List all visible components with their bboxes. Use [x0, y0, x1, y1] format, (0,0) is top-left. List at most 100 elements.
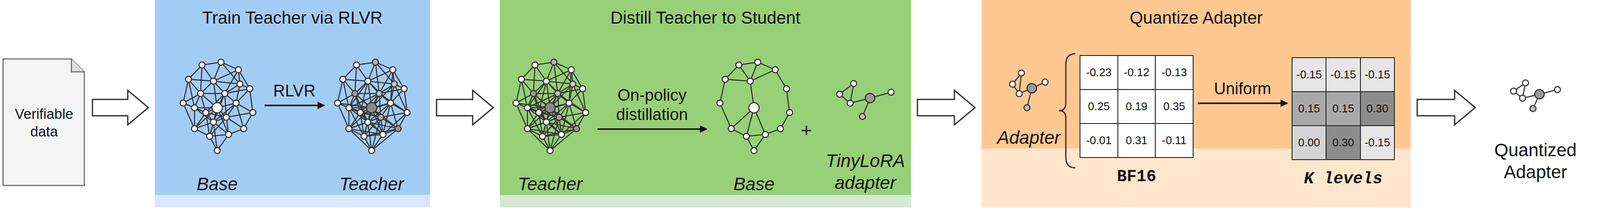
graph-vertex	[377, 114, 384, 121]
graph-vertex	[404, 109, 411, 116]
graph-vertex	[395, 125, 402, 132]
edge-label: Uniform	[1213, 79, 1271, 99]
matrix-cell: -0.12	[1117, 55, 1156, 90]
graph-vertex	[351, 90, 358, 97]
graph-edge	[533, 64, 536, 94]
graph-vertex	[203, 109, 210, 116]
document-fold	[71, 58, 85, 72]
matrix-caption: BF16	[1116, 167, 1157, 186]
graph-vertex	[543, 119, 550, 126]
adapter-graph-illustration	[830, 75, 900, 125]
network-node: Base	[174, 55, 261, 195]
graph-vertex	[1529, 105, 1536, 112]
document-outline	[3, 58, 85, 186]
neural-network-illustration	[710, 55, 797, 161]
adapter-graph-illustration	[1005, 64, 1053, 117]
graph-vertex	[364, 78, 371, 85]
document-icon	[2, 58, 87, 188]
stage-panel: Adapter-0.23-0.12-0.130.250.190.35-0.010…	[981, 0, 1411, 208]
network-node: Teacher	[507, 55, 594, 195]
graph-vertex	[235, 66, 242, 73]
graph-edge	[200, 92, 225, 95]
graph-vertex	[387, 99, 394, 106]
graph-edge	[557, 69, 572, 94]
weight-matrix: -0.15-0.15-0.150.150.150.300.000.30-0.15…	[1291, 57, 1395, 197]
graph-vertex	[573, 125, 580, 132]
matrix-cell: 0.30	[1360, 91, 1395, 126]
block-arrow	[92, 90, 149, 125]
graph-vertex	[1027, 83, 1037, 93]
graph-vertex	[582, 109, 589, 116]
graph-edge	[367, 81, 395, 85]
panel-header: Quantize Adapter	[981, 0, 1411, 36]
graph-vertex	[524, 104, 531, 111]
graph-edge	[720, 79, 726, 103]
matrix-cell: 0.31	[1117, 123, 1156, 158]
matrix-cell: 0.19	[1117, 89, 1156, 124]
graph-vertex	[345, 125, 352, 132]
graph-vertex	[750, 147, 757, 154]
graph-vertex	[518, 76, 525, 83]
graph-vertex	[569, 80, 576, 87]
matrix-cell: 0.00	[1292, 125, 1327, 160]
graph-edge	[371, 128, 399, 151]
graph-vertex	[191, 125, 198, 132]
matrix-cell: -0.13	[1155, 55, 1194, 90]
graph-vertex	[246, 85, 253, 92]
graph-edge	[786, 88, 790, 113]
graph-edge	[516, 79, 522, 103]
graph-vertex	[566, 99, 573, 106]
weight-matrix: -0.23-0.12-0.130.250.190.35-0.010.31-0.1…	[1079, 55, 1194, 197]
graph-edge	[550, 128, 577, 151]
graph-vertex	[772, 66, 779, 73]
flow-arrow	[264, 104, 325, 107]
graph-edge	[521, 79, 528, 108]
graph-vertex	[1009, 81, 1016, 88]
graph-vertex	[568, 66, 575, 73]
graph-vertex	[783, 85, 790, 92]
matrix-cell: -0.01	[1080, 123, 1118, 158]
graph-vertex	[850, 80, 857, 87]
matrix-cell: 0.35	[1155, 89, 1194, 124]
graph-vertex	[1522, 80, 1529, 87]
graph-edge	[342, 79, 349, 108]
graph-edge	[379, 69, 394, 94]
graph-vertex	[1534, 89, 1545, 99]
graph-vertex	[888, 89, 895, 96]
graph-vertex	[535, 109, 542, 116]
graph-vertex	[223, 114, 230, 121]
graph-vertex	[339, 76, 346, 83]
graph-edge	[213, 122, 218, 151]
node-caption: Base	[710, 173, 797, 195]
node-caption: Teacher	[507, 173, 594, 195]
network-node: Base	[710, 55, 797, 195]
graph-vertex	[716, 99, 724, 106]
graph-vertex	[777, 125, 784, 132]
graph-vertex	[754, 58, 761, 65]
edge-label: RLVR	[273, 81, 316, 102]
matrix-cell: 0.30	[1326, 125, 1360, 160]
graph-edge	[527, 107, 547, 123]
graph-vertex	[210, 78, 217, 85]
graph-vertex	[206, 133, 213, 140]
graph-vertex	[221, 90, 228, 97]
matrix-caption: K levels	[1304, 169, 1383, 188]
graph-vertex	[366, 102, 377, 114]
graph-vertex	[391, 80, 398, 87]
graph-vertex	[554, 90, 561, 97]
graph-edge	[188, 79, 195, 108]
matrix-grid: -0.23-0.12-0.130.250.190.35-0.010.31-0.1…	[1079, 55, 1194, 158]
graph-vertex	[353, 61, 360, 68]
graph-vertex	[735, 61, 742, 68]
graph-vertex	[191, 104, 198, 111]
graph-vertex	[225, 131, 232, 138]
adapter-node: TinyLoRA adapter	[820, 75, 911, 194]
adapter-node: Quantized Adapter	[1481, 75, 1590, 183]
graph-edge	[542, 117, 560, 137]
edge-label: On-policy distillation	[598, 85, 706, 125]
matrix-cell: -0.15	[1326, 57, 1360, 92]
matrix-grid: -0.15-0.15-0.150.150.150.300.000.30-0.15	[1291, 57, 1395, 160]
graph-vertex	[847, 100, 854, 107]
graph-vertex	[185, 76, 192, 83]
graph-vertex	[513, 99, 520, 106]
